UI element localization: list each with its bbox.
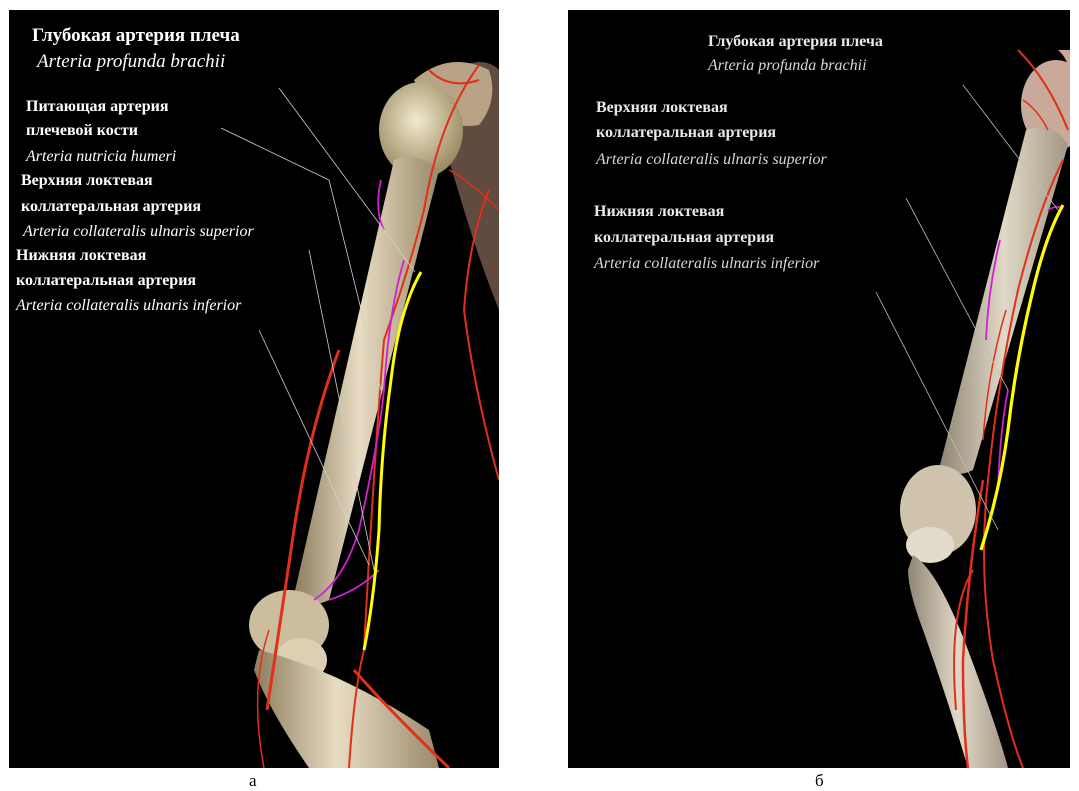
label-inferior-la: Arteria collateralis ulnaris inferior	[594, 254, 819, 273]
caption-a: а	[249, 771, 257, 791]
label-nutricia-ru-2: плечевой кости	[26, 121, 138, 140]
label-profunda-la: Arteria profunda brachii	[708, 56, 867, 75]
label-nutricia-la: Arteria nutricia humeri	[26, 147, 176, 166]
label-superior-la: Arteria collateralis ulnaris superior	[23, 222, 254, 241]
label-profunda-ru: Глубокая артерия плеча	[708, 32, 883, 51]
label-nutricia-ru-1: Питающая артерия	[26, 97, 169, 116]
label-inferior-ru-1: Нижняя локтевая	[16, 246, 146, 265]
label-inferior-ru-2: коллатеральная артерия	[594, 228, 774, 247]
label-profunda-la: Arteria profunda brachii	[37, 51, 225, 74]
label-superior-ru-2: коллатеральная артерия	[596, 123, 776, 142]
label-inferior-ru-2: коллатеральная артерия	[16, 271, 196, 290]
label-superior-la: Arteria collateralis ulnaris superior	[596, 150, 827, 169]
anatomy-panel-a: Глубокая артерия плеча Arteria profunda …	[9, 10, 499, 768]
label-superior-ru-1: Верхняя локтевая	[596, 98, 728, 117]
caption-b: б	[815, 771, 824, 791]
label-superior-ru-1: Верхняя локтевая	[21, 171, 153, 190]
humerus-shaft	[940, 127, 1068, 474]
label-inferior-la: Arteria collateralis ulnaris inferior	[16, 296, 241, 315]
label-inferior-ru-1: Нижняя локтевая	[594, 202, 724, 221]
forearm	[254, 650, 439, 768]
label-superior-ru-2: коллатеральная артерия	[21, 197, 201, 216]
label-profunda-ru: Глубокая артерия плеча	[32, 25, 240, 48]
humerus-shaft	[294, 157, 439, 604]
anatomy-panel-b: Глубокая артерия плеча Arteria profunda …	[568, 10, 1070, 768]
